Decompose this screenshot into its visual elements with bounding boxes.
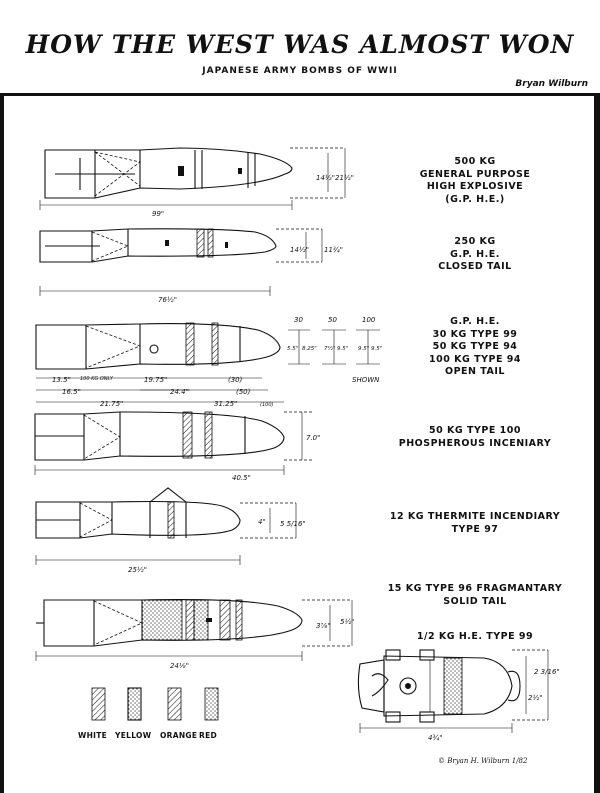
dim-gp-100-a: 9.5" <box>358 346 369 352</box>
legend-white: WHITE <box>78 731 108 740</box>
dim-half-body: 2 3/16" <box>534 668 560 676</box>
swatch-white <box>91 687 106 721</box>
dims-half-kg: 4¾" 2 3/16" 2½" <box>359 649 560 742</box>
legend-red: RED <box>199 731 218 740</box>
color-legend <box>91 687 219 721</box>
dim-therm-length: 25½" <box>128 566 147 574</box>
legend-orange: ORANGE <box>160 731 198 740</box>
dim-half-span: 2½" <box>528 694 542 702</box>
dims-thermite: 25½" 4" 5 5/16" <box>35 502 306 574</box>
dim-gp-50-a: 7½" <box>324 345 335 352</box>
dims-phosphorous: 40.5" 7.0" <box>34 411 320 482</box>
label-gp-open-tail: G.P. H.E. 30 KG TYPE 99 50 KG TYPE 94 10… <box>429 316 521 377</box>
dim-therm-span: 5 5/16" <box>280 520 306 528</box>
dim-gp-100kg-only: 100 KG ONLY <box>80 376 114 382</box>
label-500kg: 500 KG GENERAL PURPOSE HIGH EXPLOSIVE (G… <box>419 156 531 205</box>
dim-gp-21-75: 21.75" <box>100 400 123 408</box>
dims-250kg: 76½" 14½" 11¾" <box>39 228 343 304</box>
dim-250kg-length: 76½" <box>158 296 177 304</box>
dim-250kg-body: 14½" <box>290 246 309 254</box>
right-border <box>594 96 600 793</box>
dim-250kg-span: 11¾" <box>324 246 343 254</box>
page-subtitle: JAPANESE ARMY BOMBS OF WWII <box>202 66 398 76</box>
bomb-half-kg <box>357 649 521 723</box>
author-name: Bryan Wilburn <box>515 79 588 89</box>
swatch-red <box>204 687 219 721</box>
dim-gp-100-b: 9.5" <box>371 346 382 352</box>
label-half-kg: 1/2 KG H.E. TYPE 99 <box>416 631 534 642</box>
dim-phos-diameter: 7.0" <box>306 434 320 442</box>
dims-fragmentary: 24⅛" 3⅞" 5½" <box>35 599 354 670</box>
dim-gp-50: (50) <box>236 388 251 396</box>
dim-gp-30-a: 5.5" <box>287 346 298 352</box>
dim-gp-16-5: 16.5" <box>62 388 81 396</box>
page-title: HOW THE WEST WAS ALMOST WON <box>25 30 575 59</box>
label-fragmentary: 15 KG TYPE 96 FRAGMANTARY SOLID TAIL <box>387 583 563 607</box>
dim-frag-length: 24⅛" <box>170 662 189 670</box>
label-phosphorous: 50 KG TYPE 100 PHOSPHEROUS INCENIARY <box>398 425 552 449</box>
dim-therm-body: 4" <box>258 518 266 526</box>
dim-500kg-body: 14½" <box>316 174 335 182</box>
dim-gp-31-25: 31.25" <box>214 400 237 408</box>
bomb-thermite <box>35 487 241 539</box>
header-rule <box>0 93 600 96</box>
bomb-phosphorous <box>34 411 285 461</box>
dims-gp-open-tail: 13.5" 100 KG ONLY 19.75" (30) 16.5" 24.4… <box>36 316 382 408</box>
dim-phos-length: 40.5" <box>232 474 251 482</box>
signature: © Bryan H. Wilburn 1/82 <box>438 757 528 765</box>
dim-gp-col-30: 30 <box>294 316 303 324</box>
bomb-fragmentary <box>36 599 303 647</box>
legend-yellow: YELLOW <box>115 731 152 740</box>
bomb-500kg <box>44 147 293 199</box>
dim-gp-100: (100) <box>260 402 273 408</box>
swatch-yellow <box>127 687 142 721</box>
dim-gp-19-75: 19.75" <box>144 376 167 384</box>
label-thermite: 12 KG THERMITE INCENDIARY TYPE 97 <box>389 511 561 535</box>
dim-half-length: 4¾" <box>428 734 442 742</box>
left-border <box>0 96 4 793</box>
dim-frag-body: 3⅞" <box>316 622 330 630</box>
dim-gp-50-b: 9.5" <box>337 346 348 352</box>
dim-gp-col-100: 100 <box>362 316 376 324</box>
swatch-orange <box>167 687 182 721</box>
dim-gp-shown: SHOWN <box>352 376 380 384</box>
dim-gp-13-5: 13.5" <box>52 376 71 384</box>
bomb-gp-open-tail <box>35 322 281 370</box>
dim-gp-30: (30) <box>228 376 243 384</box>
dim-frag-span: 5½" <box>340 618 354 626</box>
dim-gp-col-50: 50 <box>328 316 337 324</box>
label-250kg: 250 KG G.P. H.E. CLOSED TAIL <box>438 236 512 272</box>
bomb-250kg <box>39 228 277 263</box>
dim-gp-24-4: 24.4" <box>170 388 189 396</box>
dim-500kg-length: 99" <box>152 210 164 218</box>
dims-500kg: 99" 14½" 21½" <box>39 147 354 218</box>
dim-gp-30-b: 8.25" <box>302 346 317 352</box>
dim-500kg-span: 21½" <box>335 174 354 182</box>
